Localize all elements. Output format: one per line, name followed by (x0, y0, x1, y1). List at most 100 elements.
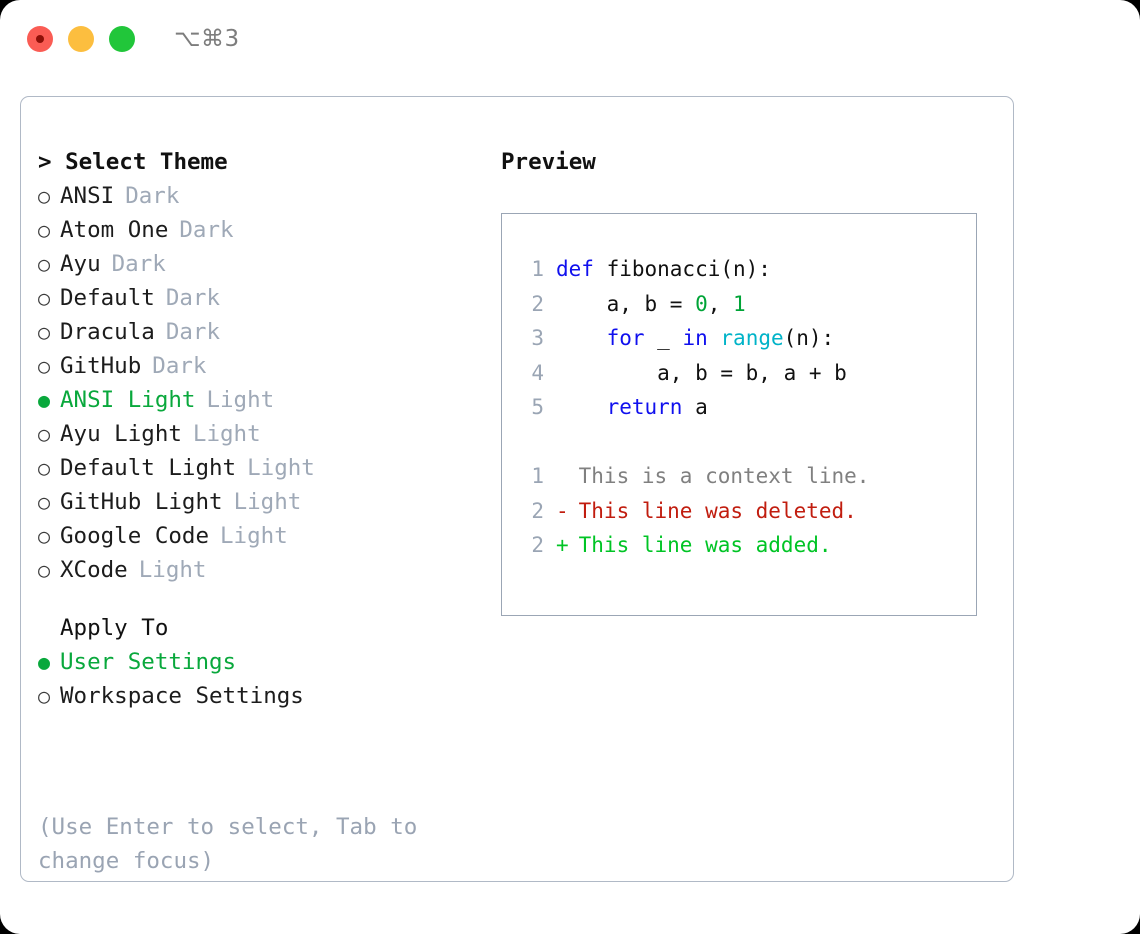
diff-marker: - (556, 498, 569, 523)
diff-sample: 1 This is a context line.2- This line wa… (518, 459, 976, 563)
code-token: return (606, 395, 683, 419)
apply-to-option-user-settings[interactable]: ● User Settings (38, 645, 478, 679)
radio-selected-icon: ● (38, 650, 51, 674)
apply-to-option-label: Workspace Settings (60, 683, 304, 709)
minimize-button[interactable] (68, 26, 94, 52)
code-token: a, b = b, a + b (556, 360, 847, 385)
code-token: for (606, 326, 645, 350)
code-line-number: 3 (531, 326, 544, 350)
diff-marker (556, 459, 566, 494)
theme-option-badge: Light (220, 523, 288, 549)
radio-unselected-icon: ○ (38, 218, 51, 242)
theme-option-label: Default Light (60, 455, 237, 481)
code-line-number: 5 (531, 395, 544, 419)
theme-option-badge: Dark (152, 353, 207, 379)
diff-line: 1 This is a context line. (518, 459, 976, 494)
diff-text: This line was added. (566, 533, 832, 557)
theme-option-label: Dracula (60, 319, 155, 345)
code-token: , (707, 291, 734, 316)
code-token: 1 (733, 291, 746, 316)
keyboard-shortcut-label: ⌥⌘3 (174, 26, 240, 52)
diff-text: This line was deleted. (566, 498, 857, 523)
keyboard-hint-text: (Use Enter to select, Tab to change focu… (38, 814, 418, 874)
theme-option-label: Google Code (60, 523, 210, 549)
close-button[interactable] (27, 26, 53, 52)
select-theme-header-label: Select Theme (65, 149, 228, 175)
theme-option-xcode[interactable]: ○ XCode Light (38, 553, 478, 587)
theme-option-label: Default (60, 285, 155, 311)
theme-option-ayu[interactable]: ○ Ayu Dark (38, 247, 478, 281)
code-token: _ (644, 326, 683, 350)
radio-unselected-icon: ○ (38, 184, 51, 208)
code-line: 3 for _ in range(n): (518, 321, 976, 356)
theme-option-github-light[interactable]: ○ GitHub Light Light (38, 485, 478, 519)
code-token (708, 326, 721, 350)
theme-option-badge: Light (247, 455, 315, 481)
apply-to-option-label: User Settings (60, 649, 237, 675)
theme-option-label: GitHub (60, 353, 142, 379)
code-token: a (682, 395, 708, 419)
theme-option-badge: Dark (165, 285, 221, 311)
code-token: fibonacci(n): (606, 257, 771, 281)
code-line: 4 a, b = b, a + b (518, 356, 976, 391)
code-line-number: 2 (531, 291, 544, 316)
theme-option-badge: Dark (125, 183, 180, 209)
diff-line: 2+ This line was added. (518, 528, 976, 563)
theme-option-badge: Dark (179, 217, 234, 243)
code-token (556, 395, 607, 419)
code-token: 0 (695, 291, 708, 316)
radio-unselected-icon: ○ (38, 286, 51, 310)
maximize-button[interactable] (109, 26, 135, 52)
theme-option-dracula[interactable]: ○ Dracula Dark (38, 315, 478, 349)
radio-unselected-icon: ○ (38, 422, 51, 446)
radio-unselected-icon: ○ (38, 684, 51, 708)
diff-marker: + (556, 533, 569, 557)
theme-option-label: GitHub Light (60, 489, 223, 515)
code-token: in (682, 326, 708, 350)
code-line: 2 a, b = 0, 1 (518, 287, 976, 322)
theme-option-label: ANSI Light (60, 387, 196, 413)
theme-option-badge: Light (138, 557, 207, 583)
theme-option-badge: Light (233, 489, 302, 515)
radio-selected-icon: ● (38, 388, 51, 412)
theme-option-label: Ayu (60, 251, 101, 277)
apply-to-option-list: ● User Settings ○ Workspace Settings (38, 645, 478, 713)
diff-line: 2- This line was deleted. (518, 494, 976, 529)
select-theme-header: > Select Theme (38, 145, 478, 179)
theme-option-ansi[interactable]: ○ ANSI Dark (38, 179, 478, 213)
apply-to-option-workspace-settings[interactable]: ○ Workspace Settings (38, 679, 478, 713)
theme-option-badge: Light (192, 421, 261, 447)
theme-option-default[interactable]: ○ Default Dark (38, 281, 478, 315)
apply-to-header: Apply To (60, 615, 169, 641)
code-token (556, 326, 607, 350)
preview-title: Preview (501, 149, 596, 175)
theme-option-badge: Dark (165, 319, 221, 345)
close-dot-icon (36, 35, 44, 43)
header-caret-icon: > (38, 149, 52, 175)
theme-option-default-light[interactable]: ○ Default Light Light (38, 451, 478, 485)
theme-option-badge: Dark (111, 251, 166, 277)
radio-unselected-icon: ○ (38, 558, 51, 582)
radio-unselected-icon: ○ (38, 490, 51, 514)
theme-option-label: ANSI (60, 183, 115, 209)
radio-unselected-icon: ○ (38, 320, 51, 344)
code-token: (n): (783, 326, 835, 350)
radio-unselected-icon: ○ (38, 456, 51, 480)
section-spacer (38, 587, 478, 611)
theme-option-label: XCode (60, 557, 128, 583)
code-line-number: 4 (531, 360, 544, 385)
radio-unselected-icon: ○ (38, 252, 51, 276)
